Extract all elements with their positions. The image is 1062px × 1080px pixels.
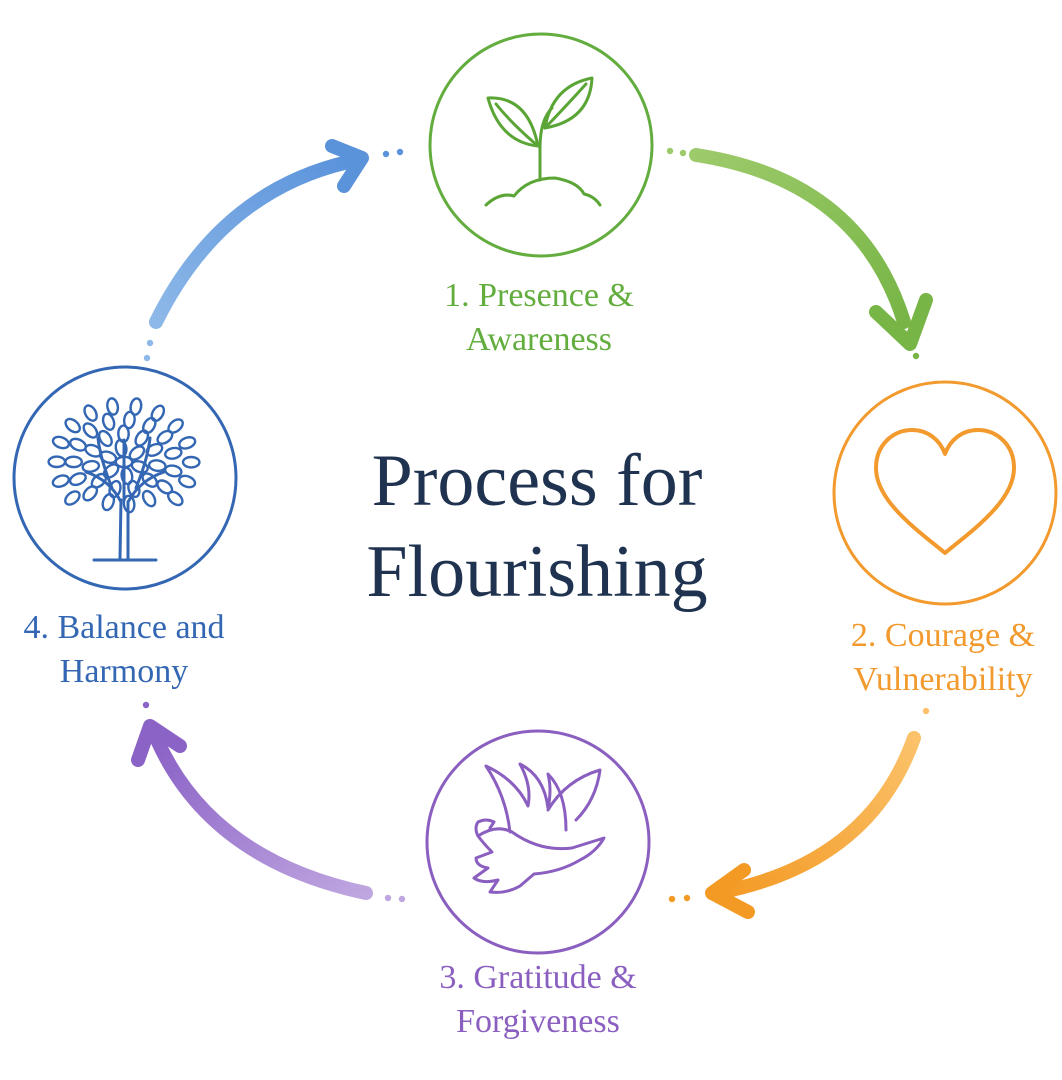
- tree-leaf: [134, 429, 150, 447]
- step-balance-harmony: 4. Balance and Harmony: [12, 365, 238, 690]
- arrow-presence-to-courage: [666, 147, 933, 360]
- tree-leaf: [106, 397, 120, 416]
- tree-leaf: [51, 474, 70, 488]
- tree-leaf: [141, 472, 159, 488]
- sprout-icon: [484, 76, 602, 207]
- tree-leaf: [141, 489, 157, 508]
- tree-leaf: [64, 417, 82, 434]
- step-label-balance-line2: Harmony: [60, 653, 188, 690]
- tree-leaf: [164, 446, 183, 460]
- tree-leaf: [167, 418, 184, 434]
- step-label-gratitude-line1: 3. Gratitude &: [439, 959, 636, 996]
- heart-icon: [874, 428, 1016, 555]
- tree-leaf: [51, 435, 71, 450]
- tree-leaf: [127, 479, 141, 499]
- step-circle-gratitude: [425, 729, 651, 955]
- diagram-title-line1: Process for: [372, 440, 703, 522]
- dove-icon: [472, 762, 606, 894]
- step-label-presence-line2: Awareness: [466, 321, 612, 358]
- tree-leaf: [122, 494, 136, 514]
- tree-leaf: [101, 492, 116, 512]
- step-presence-awareness: 1. Presence & Awareness: [428, 32, 654, 358]
- tree-leaf: [128, 445, 146, 461]
- tree-leaf: [64, 490, 81, 506]
- tree-leaf: [145, 442, 164, 457]
- tree-icon: [47, 397, 201, 562]
- step-label-balance-line1: 4. Balance and: [23, 609, 224, 646]
- tree-leaf: [82, 422, 99, 439]
- arrow-gratitude-to-balance: [131, 701, 406, 903]
- tree-leaf: [101, 412, 116, 431]
- step-gratitude-forgiveness: 3. Gratitude & Forgiveness: [425, 729, 651, 1040]
- tree-leaf: [177, 474, 197, 489]
- step-label-gratitude-line2: Forgiveness: [456, 1003, 620, 1040]
- tree-leaf: [130, 459, 149, 474]
- tree-leaf: [178, 436, 197, 450]
- tree-leaf: [69, 437, 87, 452]
- diagram-title-line2: Flourishing: [366, 531, 707, 613]
- tree-leaf: [97, 429, 113, 448]
- tree-leaf: [166, 490, 184, 507]
- tree-leaf: [117, 424, 130, 444]
- tree-leaf: [81, 459, 101, 473]
- tree-leaf: [47, 455, 67, 469]
- tree-leaf: [181, 455, 201, 469]
- tree-leaf: [164, 464, 183, 478]
- step-label-presence-line1: 1. Presence &: [444, 277, 634, 314]
- step-courage-vulnerability: 2. Courage & Vulnerability: [832, 380, 1058, 698]
- tree-leaf: [82, 485, 99, 502]
- arrow-courage-to-gratitude: [668, 707, 930, 919]
- tree-leaf: [141, 416, 157, 435]
- arrow-balance-to-presence: [143, 139, 404, 362]
- tree-leaf: [150, 404, 166, 423]
- tree-leaf: [83, 404, 98, 422]
- tree-leaf: [129, 397, 143, 416]
- step-label-courage-line2: Vulnerability: [853, 661, 1032, 698]
- tree-leaf: [68, 472, 87, 487]
- step-label-courage-line1: 2. Courage &: [851, 617, 1035, 654]
- step-circle-courage: [832, 380, 1058, 606]
